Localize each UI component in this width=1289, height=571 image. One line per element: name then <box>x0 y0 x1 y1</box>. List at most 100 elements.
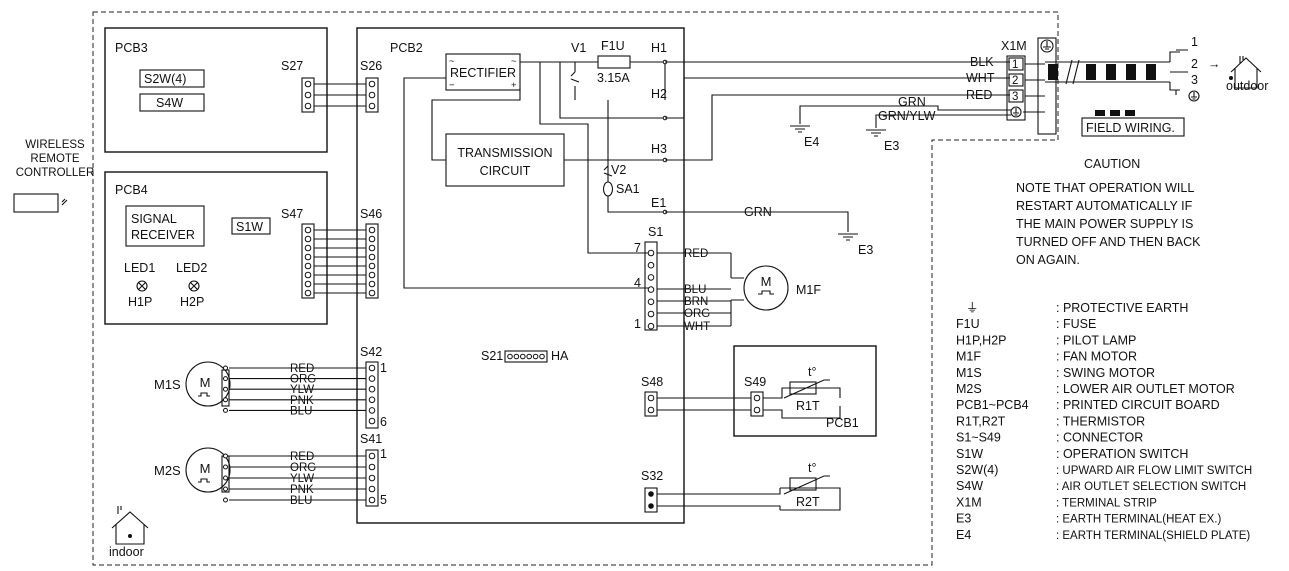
connector-s1-pins <box>647 249 655 330</box>
fan-motor-m1f: M M1F <box>743 265 821 311</box>
remote-label-1: WIRELESS <box>25 139 85 151</box>
connector-pin <box>304 262 312 270</box>
rectifier-plus-mark: + <box>511 80 517 91</box>
connector-s46-pins <box>368 226 376 297</box>
terminal-h1-label: H1 <box>651 41 667 55</box>
pilot-lamp-h1p-icon <box>136 280 148 292</box>
connector-pin <box>647 286 655 293</box>
legend-symbol: X1M <box>956 495 982 509</box>
connector-pin <box>368 289 376 297</box>
lower-outlet-motor-m2s: M M2S <box>154 447 231 493</box>
wire-blk-label: BLK <box>970 55 994 69</box>
motor-pin <box>223 365 228 371</box>
connector-pin <box>368 364 376 372</box>
connector-s32-label: S32 <box>641 469 663 483</box>
connector-s27-label: S27 <box>281 59 303 73</box>
connector-pin <box>368 463 376 471</box>
legend-symbol: S4W <box>956 479 983 493</box>
connector-s42 <box>365 361 379 429</box>
wire-grn-e4 <box>799 105 1011 124</box>
connector-pin <box>526 353 533 360</box>
s42-pin-6: 6 <box>380 415 387 429</box>
thermistor-r2t-temp-symbol: t° <box>808 461 816 475</box>
legend-symbol: S1W <box>956 447 983 461</box>
connector-s46 <box>365 223 379 299</box>
connector-s48 <box>644 391 658 417</box>
lower-motor-symbol: M <box>200 461 211 476</box>
motor-pin <box>223 376 228 382</box>
connector-pin <box>368 280 376 288</box>
fan-motor-symbol: M <box>761 274 772 289</box>
caution-title: CAUTION <box>1084 157 1140 171</box>
connector-s1 <box>644 241 658 331</box>
x1m-terminal-2: 2 <box>1012 75 1018 87</box>
caution-line-4: TURNED OFF AND THEN BACK <box>1016 235 1201 249</box>
s42-pin-1: 1 <box>380 361 387 375</box>
wire-grn-label: GRN <box>898 95 926 109</box>
motor-wire-label: PNK <box>290 395 314 407</box>
s1-wire-label: BLU <box>684 284 706 296</box>
outdoor-terminal-1: 1 <box>1191 35 1198 49</box>
indoor-house-icon <box>111 506 149 545</box>
fan-motor-wave-icon <box>758 290 774 295</box>
connector-s42-pins <box>368 364 376 425</box>
connector-pin <box>532 353 539 360</box>
motor-pin <box>223 386 228 392</box>
signal-receiver-label-2: RECEIVER <box>131 228 195 242</box>
legend-symbol: H1P,H2P <box>956 333 1007 347</box>
connector-s46-label: S46 <box>360 207 382 221</box>
connector-pin <box>647 249 655 257</box>
swing-motor-wave-icon <box>198 392 210 397</box>
wireless-signal-icon <box>61 198 68 206</box>
connector-pin <box>368 407 376 414</box>
terminal-strip-x1m <box>1006 55 1026 121</box>
pcb3-switch-s2w: S2W(4) <box>144 72 186 86</box>
fuse-f1u-icon <box>597 55 631 69</box>
s1-pin-4: 4 <box>634 276 641 290</box>
legend-symbol: S1~S49 <box>956 431 1001 445</box>
ha-label: HA <box>551 349 569 363</box>
motor-wire-label: ORG <box>290 374 316 386</box>
thermistor-r2t: t° R2T <box>780 461 841 511</box>
legend-description: : PROTECTIVE EARTH <box>1056 301 1188 315</box>
connector-pin <box>368 396 376 404</box>
legend-description: : THERMISTOR <box>1056 414 1145 428</box>
legend-description: : OPERATION SWITCH <box>1056 447 1188 461</box>
legend-description: : TERMINAL STRIP <box>1056 497 1157 509</box>
outdoor-house-icon <box>1229 56 1262 89</box>
motor-pin <box>223 453 228 459</box>
connector-pin <box>304 289 312 297</box>
legend-description: : FUSE <box>1056 317 1096 331</box>
earth-e4-icon <box>790 125 810 133</box>
connector-pin <box>304 253 312 261</box>
lamp-h2p-label: H2P <box>180 295 204 309</box>
caution-line-2: RESTART AUTOMATICALLY IF <box>1016 199 1193 213</box>
wire-e1-grn <box>665 211 849 232</box>
legend-symbol: S2W(4) <box>956 463 998 477</box>
pcb2-internal-wiring <box>403 61 666 289</box>
motor-pin <box>223 464 228 470</box>
swing-motor-symbol: M <box>200 375 211 390</box>
rectifier-label: RECTIFIER <box>450 66 516 80</box>
pcb3-label: PCB3 <box>115 41 148 55</box>
legend-symbol: ⏚ <box>966 301 979 315</box>
x1m-terminal-1: 1 <box>1012 59 1018 71</box>
lower-motor-wave-icon <box>198 478 210 483</box>
varistor-v1-icon <box>570 62 580 100</box>
pcb4: PCB4 SIGNAL RECEIVER S1W LED1 LED2 H1P H… <box>104 171 328 325</box>
thermistor-r1t-slash <box>783 379 830 399</box>
earth-e3a-label: E3 <box>884 139 899 153</box>
legend-description: : FAN MOTOR <box>1056 350 1137 364</box>
terminal-strip-x1m-label: X1M <box>1001 39 1027 53</box>
fuse-rating: 3.15A <box>597 71 630 85</box>
pcb3-switch-s4w: S4W <box>156 96 183 110</box>
motor-wire-label: ORG <box>290 462 316 474</box>
connector-pin <box>368 417 376 425</box>
switch-s1w: S1W <box>236 220 263 234</box>
wire-s47-s46 <box>314 229 366 294</box>
legend-description: : UPWARD AIR FLOW LIMIT SWITCH <box>1056 465 1252 477</box>
indoor-unit-boundary <box>92 11 1059 566</box>
transmission-circuit-block <box>445 133 565 187</box>
